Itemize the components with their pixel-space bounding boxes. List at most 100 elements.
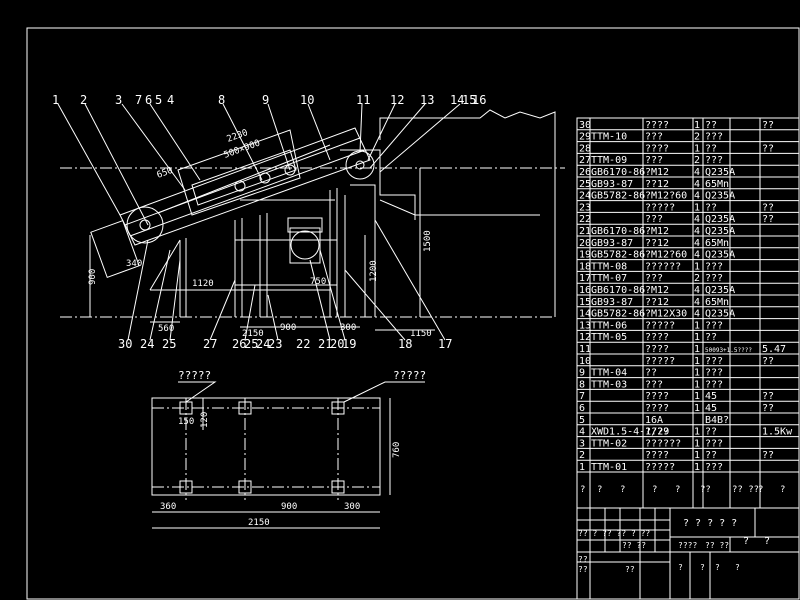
- bom-cell-name: ????: [645, 143, 669, 154]
- bom-cell-name: ????: [645, 391, 669, 402]
- dim-560: 560: [158, 324, 174, 334]
- bom-cell-no: 11: [579, 344, 591, 355]
- bom-cell-qty: 4: [694, 309, 700, 320]
- plan-label-right: ?????: [393, 369, 426, 382]
- bom-cell-mat: ???: [705, 368, 723, 379]
- plan-leader-right: [343, 381, 425, 403]
- part-balloon: 24: [256, 337, 270, 351]
- bom-cell-name: ??????: [645, 261, 681, 272]
- bom-header-cell: ?: [580, 485, 585, 495]
- title-label-3: ????: [678, 541, 697, 550]
- bom-cell-name: ????: [645, 120, 669, 131]
- anchor-pad: [179, 480, 193, 494]
- plan-dim-120: 120: [200, 412, 210, 428]
- title-block-frame: [576, 507, 800, 600]
- part-balloon: 5: [155, 93, 162, 107]
- gearbox: [287, 217, 323, 233]
- bom-cell-qty: 1: [694, 320, 700, 331]
- strut-1: [149, 239, 181, 291]
- bom-cell-no: 2: [579, 450, 585, 461]
- bom-cell-name: ??12: [645, 238, 669, 249]
- bom-cell-name: ???: [645, 273, 663, 284]
- bom-cell-mat: ??: [705, 143, 717, 154]
- bom-cell-no: 1: [579, 462, 585, 473]
- plan-view: ????? ????? 150 120 760 360 900 300 2150: [151, 369, 426, 529]
- silo-floor: [379, 199, 540, 216]
- anchor-pad: [331, 480, 345, 494]
- part-balloon: 10: [300, 93, 314, 107]
- bom-cell-name: ??: [645, 368, 657, 379]
- bom-cell-mat: 50093+1.5????: [705, 347, 752, 354]
- dim-300: 300: [340, 323, 356, 333]
- anchor-pad: [238, 480, 252, 494]
- part-balloon: 15: [462, 93, 476, 107]
- plan-dim-150: 150: [178, 417, 194, 427]
- bom-header-cell: ?: [620, 485, 625, 495]
- plan-label-left: ?????: [178, 369, 211, 382]
- dim-2150: 2150: [242, 329, 264, 339]
- bom-cell-no: 16: [579, 285, 591, 296]
- bom-cell-qty: 1: [694, 332, 700, 343]
- bom-cell-code: GB93-87: [591, 297, 633, 308]
- bom-header-cell: ?: [675, 485, 680, 495]
- bom-cell-no: 5: [579, 415, 585, 426]
- part-balloon: 1: [52, 93, 59, 107]
- bom-cell-mat: ??: [705, 120, 717, 131]
- bom-header-cell: ?? ??: [732, 485, 759, 495]
- dimensions-side: [89, 144, 435, 331]
- bom-cell-code: TTM-04: [591, 368, 627, 379]
- bom-cell-mat: ???: [705, 356, 723, 367]
- bom-cell-code: GB5782-86: [591, 250, 645, 261]
- dim-900: 900: [280, 323, 296, 333]
- bom-cell-no: 14: [579, 309, 591, 320]
- bom-cell-qty: 1: [694, 368, 700, 379]
- title-bottom-6: ?: [715, 563, 720, 572]
- bom-cell-code: GB6170-86: [591, 285, 645, 296]
- bom-cell-name: ????: [645, 427, 669, 438]
- bom-cell-no: 3: [579, 438, 585, 449]
- part-balloon: 2: [80, 93, 87, 107]
- drive-motor-circle: [290, 230, 320, 260]
- bom-cell-code: GB93-87: [591, 238, 633, 249]
- bom-cell-name: ?????: [645, 202, 675, 213]
- dim-650: 650: [156, 166, 175, 181]
- bom-header-cell: ?: [597, 485, 602, 495]
- part-balloon: 16: [472, 93, 486, 107]
- bom-cell-code: XWD1.5-4-1/29: [591, 427, 669, 438]
- dim-1200: 1200: [369, 260, 379, 282]
- part-balloon: 11: [356, 93, 370, 107]
- title-cell-2: ?: [764, 536, 770, 547]
- bom-cell-no: 7: [579, 391, 585, 402]
- dim-750: 750: [310, 277, 326, 287]
- bom-header-cell: ?: [780, 485, 785, 495]
- bom-cell-note: ??: [762, 202, 774, 213]
- bom-cell-no: 22: [579, 214, 591, 225]
- bom-cell-qty: 1: [694, 379, 700, 390]
- bom-cell-note: ??: [762, 143, 774, 154]
- bom-cell-code: GB5782-86: [591, 309, 645, 320]
- bom-cell-mat: ??: [705, 427, 717, 438]
- bom-cell-code: GB6170-86: [591, 167, 645, 178]
- bom-cell-mat: ???: [705, 273, 723, 284]
- bom-cell-mat: ??: [705, 332, 717, 343]
- title-label-1: ?? ? ?? ?? ? ??: [578, 529, 650, 538]
- hopper-box: [177, 129, 301, 216]
- part-balloon: 14: [450, 93, 464, 107]
- bom-cell-no: 9: [579, 368, 585, 379]
- anchor-pad: [238, 401, 252, 415]
- part-balloon: 25: [244, 337, 258, 351]
- bom-cell-no: 18: [579, 261, 591, 272]
- title-cell-1: ?: [743, 536, 749, 547]
- title-bottom-1: ??: [578, 555, 588, 564]
- part-balloon: 26: [232, 337, 246, 351]
- title-bottom-2: ??: [578, 565, 588, 574]
- bom-cell-code: TTM-05: [591, 332, 627, 343]
- bom-cell-note: ??: [762, 120, 774, 131]
- bom-cell-code: TTM-02: [591, 438, 627, 449]
- part-balloon: 9: [262, 93, 269, 107]
- bom-cell-name: ????: [645, 403, 669, 414]
- part-balloon: 12: [390, 93, 404, 107]
- bom-cell-name: ???: [645, 379, 663, 390]
